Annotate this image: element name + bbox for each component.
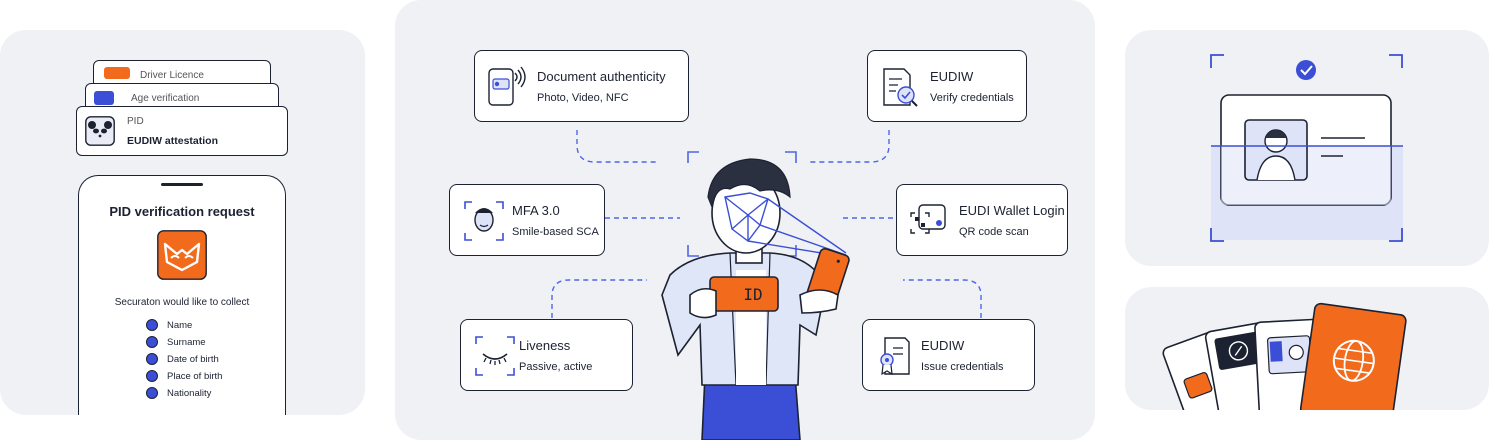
feature-subtitle: Photo, Video, NFC	[537, 92, 629, 104]
phone-nfc-icon	[487, 65, 527, 114]
panda-icon	[85, 116, 115, 146]
pid-card[interactable]: PID EUDIW attestation	[76, 106, 288, 156]
documents-illustration	[1162, 302, 1407, 410]
center-panel: Document authenticity Photo, Video, NFC …	[395, 0, 1095, 440]
bullet-icon	[146, 336, 158, 348]
pid-label: PID	[127, 116, 144, 127]
pid-sublabel: EUDIW attestation	[127, 135, 219, 147]
feature-title: Document authenticity	[537, 69, 666, 84]
age-verification-label: Age verification	[131, 93, 200, 104]
feature-title: MFA 3.0	[512, 203, 560, 218]
list-item: Date of birth	[146, 353, 219, 365]
feature-subtitle: QR code scan	[959, 226, 1029, 238]
list-item: Name	[146, 319, 192, 331]
feature-title: EUDIW	[930, 69, 974, 84]
age-icon	[94, 91, 114, 105]
list-item: Place of birth	[146, 370, 222, 382]
fox-logo-icon	[157, 230, 207, 280]
feature-subtitle: Passive, active	[519, 361, 593, 373]
feature-card-mfa[interactable]: MFA 3.0 Smile-based SCA	[449, 184, 605, 256]
left-panel: Driver Licence Age verification PID EUDI…	[0, 30, 365, 415]
fox-icon	[104, 67, 130, 79]
bullet-icon	[146, 353, 158, 365]
feature-title: EUDI Wallet Login	[959, 203, 1065, 218]
feature-subtitle: Verify credentials	[930, 92, 1014, 104]
face-verification-illustration	[1210, 54, 1403, 242]
feature-title: EUDIW	[921, 338, 965, 353]
feature-subtitle: Issue credentials	[921, 361, 1004, 373]
document-check-icon	[880, 65, 920, 114]
right-top-panel	[1125, 30, 1489, 266]
certificate-icon	[875, 334, 915, 383]
driver-licence-label: Driver Licence	[140, 70, 204, 81]
bullet-icon	[146, 370, 158, 382]
wallet-qr-icon	[909, 199, 949, 248]
bullet-icon	[146, 387, 158, 399]
person-illustration	[661, 151, 850, 440]
face-scan-icon	[462, 199, 506, 248]
feature-card-document-authenticity[interactable]: Document authenticity Photo, Video, NFC	[474, 50, 689, 122]
eye-closed-icon	[473, 334, 517, 383]
phone-speaker	[161, 183, 203, 186]
phone-frame: PID verification request Securaton would…	[78, 175, 286, 415]
feature-card-eudiw-verify[interactable]: EUDIW Verify credentials	[867, 50, 1027, 122]
right-bottom-panel	[1125, 287, 1489, 410]
feature-title: Liveness	[519, 338, 571, 353]
list-item: Nationality	[146, 387, 211, 399]
feature-card-eudiw-issue[interactable]: EUDIW Issue credentials	[862, 319, 1035, 391]
feature-card-liveness[interactable]: Liveness Passive, active	[460, 319, 633, 391]
connector-lines	[551, 130, 982, 318]
bullet-icon	[146, 319, 158, 331]
collect-prompt: Securaton would like to collect	[114, 297, 250, 308]
list-item: Surname	[146, 336, 206, 348]
feature-card-eudi-wallet-login[interactable]: EUDI Wallet Login QR code scan	[896, 184, 1068, 256]
feature-subtitle: Smile-based SCA	[512, 226, 599, 238]
phone-title: PID verification request	[109, 204, 255, 219]
id-badge: ID	[743, 285, 763, 304]
